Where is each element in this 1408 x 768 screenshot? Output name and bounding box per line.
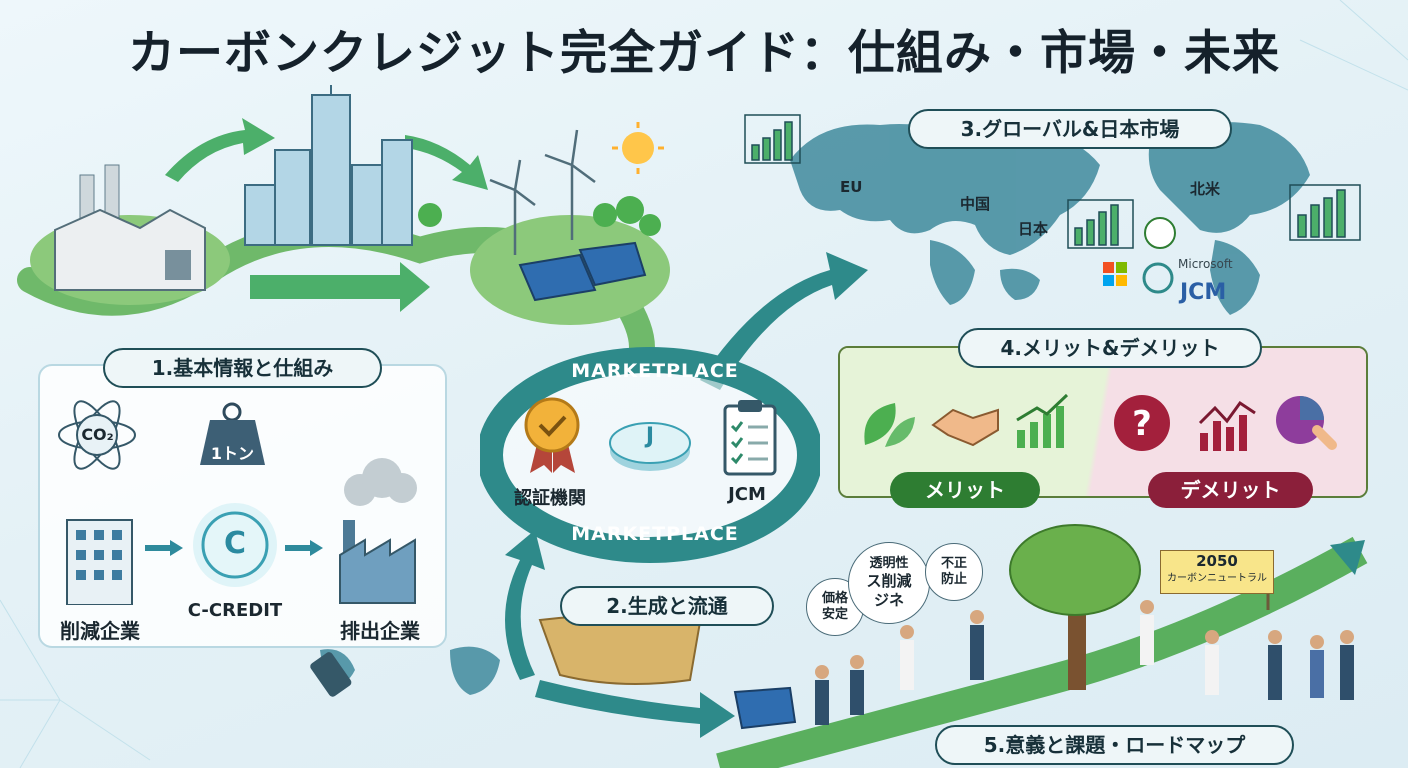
factory-icon <box>339 520 416 604</box>
marketplace-top-label: MARKETPLACE <box>571 360 739 382</box>
clipboard-icon <box>723 400 777 476</box>
region-eu: EU <box>840 178 863 196</box>
jcm-logo <box>1142 262 1174 294</box>
bubble-fraud: 不正防止 <box>925 543 983 601</box>
bubble-transparency: 透明性ス削減 ジネ <box>848 542 930 624</box>
region-china: 中国 <box>960 195 991 213</box>
city-icon <box>244 85 413 246</box>
bubble-transparency-inner: 透明性ス削減 ジネ <box>866 556 911 610</box>
coin-icon <box>193 503 277 587</box>
smoke-icon <box>344 458 417 506</box>
chart-up-icon <box>1016 393 1069 448</box>
bubble-transparency-text: 透明性 <box>869 556 909 572</box>
co2-label: CO₂ <box>81 425 114 444</box>
roadmap-arrow <box>1330 540 1365 575</box>
flag-year: 2050 <box>1196 552 1238 570</box>
reducer-label: 削減企業 <box>60 619 140 643</box>
building-icon <box>66 519 133 605</box>
page-title: カーボンクレジット完全ガイド：仕組み・市場・未来 <box>128 26 1280 81</box>
flag-text: カーボンニュートラル <box>1167 573 1267 584</box>
microsoft-label: Microsoft <box>1178 257 1233 271</box>
factory-icon <box>54 164 206 291</box>
handshake-icon <box>931 408 999 447</box>
certification-label: 認証機関 <box>514 488 586 509</box>
marketplace-bottom-label: MARKETPLACE <box>571 523 739 545</box>
wind-turbine-icon <box>489 129 596 255</box>
arrow-right-icon <box>145 540 183 556</box>
section1-heading: 1.基本情報と仕組み <box>103 348 382 388</box>
usb-icon <box>310 652 352 697</box>
medal-icon <box>524 397 580 473</box>
section2-heading: 2.生成と流通 <box>560 586 774 626</box>
sun-icon <box>612 122 664 174</box>
emitter-label: 排出企業 <box>340 619 420 643</box>
arrow-right-icon <box>285 540 323 556</box>
coin-letter: C <box>223 526 247 561</box>
weight-label: 1トン <box>210 444 255 463</box>
region-north-america: 北米 <box>1190 180 1221 198</box>
solar-panel-icon <box>518 241 797 730</box>
people-illustration <box>815 600 1354 725</box>
coin-icon <box>609 422 691 471</box>
coin-j-letter: J <box>645 424 655 449</box>
goal-flag: 2050 カーボンニュートラル <box>1160 550 1274 594</box>
teal-arrows <box>505 252 868 738</box>
bubble-reduction-text: ス削減 ジネ <box>866 572 912 610</box>
world-map <box>320 122 1310 695</box>
leaf-icon <box>864 403 915 447</box>
svg-text:?: ? <box>1132 404 1152 444</box>
pie-chart-icon <box>1276 396 1337 450</box>
bubble-price-text: 価格安定 <box>821 590 848 622</box>
section3-heading: 3.グローバル&日本市場 <box>908 109 1232 149</box>
section5-heading: 5.意義と課題・ロードマップ <box>935 725 1294 765</box>
big-tree-icon <box>1009 524 1141 690</box>
bubble-fraud-text: 不正防止 <box>940 555 967 587</box>
chart-volatile-icon <box>1198 400 1256 451</box>
microsoft-logo <box>1103 262 1127 286</box>
credit-label: C-CREDIT <box>187 600 283 621</box>
jcm-label: JCM <box>728 484 766 505</box>
question-icon: ? <box>1114 395 1170 451</box>
weight-icon <box>200 402 265 465</box>
tree-icon <box>418 196 661 236</box>
region-japan: 日本 <box>1018 220 1049 238</box>
flow-arrows <box>165 118 488 312</box>
atom-icon <box>58 400 136 470</box>
jcm-brand-label: JCM <box>1180 280 1227 305</box>
japan-logo <box>1144 217 1176 249</box>
roadmap-path <box>716 536 1368 768</box>
merit-button: メリット <box>890 472 1040 508</box>
chart-icon <box>744 114 1361 249</box>
demerit-button: デメリット <box>1148 472 1313 508</box>
section4-heading: 4.メリット&デメリット <box>958 328 1262 368</box>
